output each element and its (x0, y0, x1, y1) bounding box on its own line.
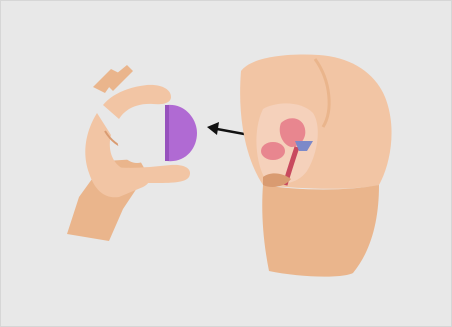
thigh (262, 185, 379, 277)
hand-gap (117, 111, 157, 163)
menstrual-disc-icon (167, 105, 197, 161)
hand-back-fingers (93, 65, 133, 93)
pelvis-cross-section-icon (240, 55, 391, 277)
disc-dome (167, 105, 197, 161)
bladder (261, 142, 285, 160)
